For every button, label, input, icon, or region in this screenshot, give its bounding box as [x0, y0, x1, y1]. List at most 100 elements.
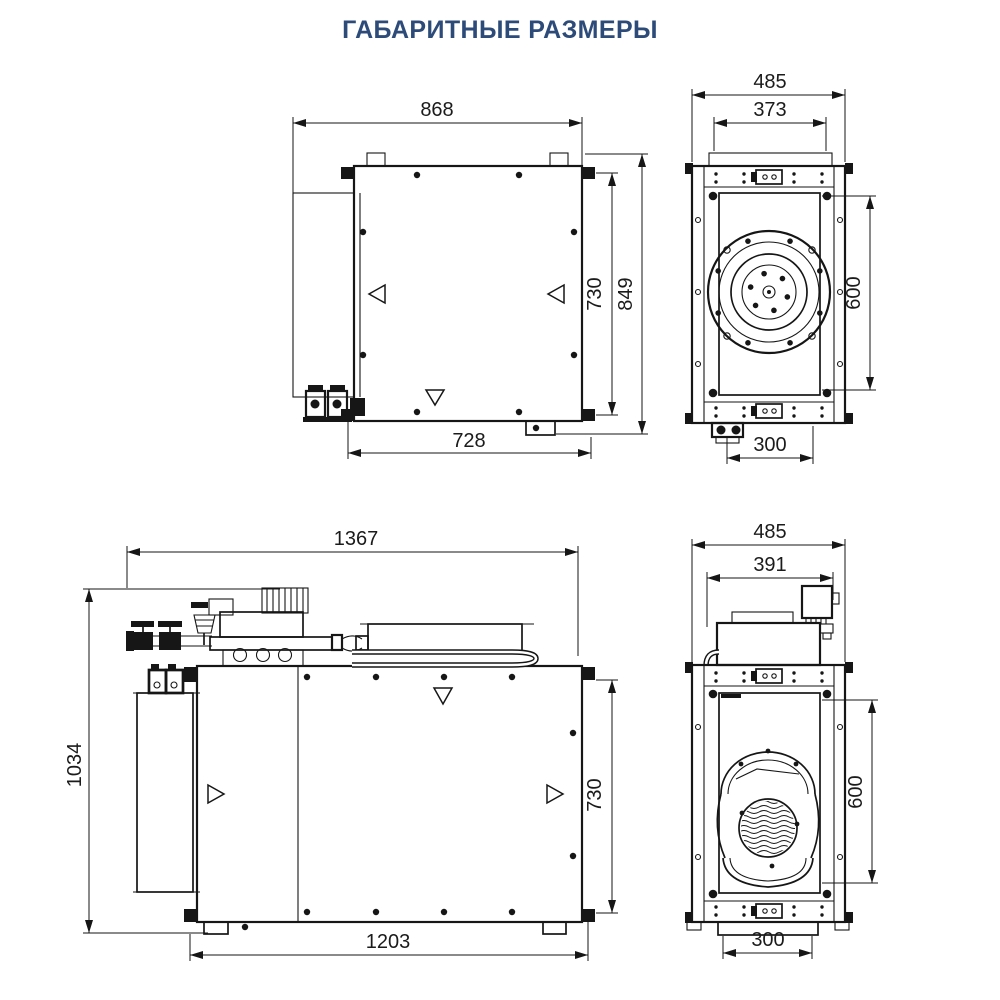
hinge: [721, 694, 741, 698]
screw-hole: [771, 908, 777, 914]
access-panel: [718, 192, 821, 396]
dimension-label: 373: [753, 99, 786, 121]
rail-foot: [834, 921, 850, 931]
screw-dot: [742, 913, 746, 917]
screw-dot: [714, 180, 718, 184]
corner-bracket: [685, 413, 693, 424]
arrowhead-icon: [868, 870, 876, 883]
screw-hole: [836, 853, 844, 861]
arrowhead-icon: [799, 949, 812, 957]
latch: [751, 169, 783, 185]
dimension-label: 300: [753, 434, 786, 456]
corner-bracket: [582, 667, 595, 680]
screw-hole: [153, 681, 161, 689]
screw-dot: [765, 748, 771, 754]
screw-hole: [277, 647, 293, 663]
screw-dot: [742, 406, 746, 410]
screw-dot: [738, 761, 744, 767]
screw-holes: [153, 171, 844, 931]
fan-wheel: [738, 798, 798, 858]
arrowhead-icon: [85, 920, 93, 933]
dimension: 1034: [64, 588, 280, 934]
raised-plate: [731, 611, 794, 624]
screw-dot: [714, 913, 718, 917]
dimension: 1367: [126, 528, 579, 656]
screw-dot: [440, 908, 448, 916]
screw-dot: [413, 408, 421, 416]
screw-dot: [241, 923, 249, 931]
dimension-label: 1203: [366, 931, 411, 953]
screw-dot: [792, 172, 796, 176]
ball-valve: [159, 632, 181, 650]
hatch-line: [741, 840, 795, 844]
arrowhead-icon: [608, 173, 616, 186]
screw-dot: [787, 238, 793, 244]
dimension: 373: [713, 99, 827, 151]
airflow-arrow-left-icon: [367, 283, 386, 305]
airflow-arrow-right-icon: [207, 783, 226, 805]
dimension: 300: [722, 929, 813, 959]
arrowhead-icon: [832, 91, 845, 99]
airflow-arrow-right-icon: [546, 783, 565, 805]
fan-scroll: [716, 751, 820, 888]
lifting-tab: [549, 152, 569, 167]
screw-hole: [836, 288, 844, 296]
screw-dot: [820, 180, 824, 184]
corner-bracket: [845, 163, 853, 174]
corner-bracket: [582, 167, 595, 179]
screw-dot: [747, 284, 754, 290]
corner-bracket: [845, 413, 853, 424]
dimension-label: 600: [845, 775, 867, 808]
fan-wheel-hatch: [741, 801, 795, 854]
screw-dot: [715, 268, 721, 274]
side-panel: [292, 192, 355, 398]
dimension: 730: [584, 679, 618, 914]
dimension-label: 730: [584, 277, 606, 310]
screw-hole: [762, 673, 768, 679]
dimension-label: 730: [584, 778, 606, 811]
screw-dot: [787, 340, 793, 346]
latch: [751, 403, 783, 419]
arrowhead-icon: [868, 700, 876, 713]
hatch-line: [741, 835, 795, 839]
screw-dot: [820, 414, 824, 418]
screw-dot: [792, 679, 796, 683]
screw-dot: [820, 913, 824, 917]
dimension: 600: [822, 195, 876, 391]
screw-dot: [822, 889, 832, 899]
screw-dot: [708, 191, 718, 201]
arrowhead-icon: [569, 119, 582, 127]
arrowhead-icon: [638, 154, 646, 167]
dimension-label: 868: [420, 99, 453, 121]
screw-hole: [808, 332, 816, 340]
arrowhead-icon: [723, 949, 736, 957]
corner-bracket: [685, 662, 693, 673]
dimension: 728: [347, 421, 592, 459]
dimension-label: 485: [753, 521, 786, 543]
dimension-label: 485: [753, 71, 786, 93]
screw-dot: [714, 671, 718, 675]
latch: [751, 668, 783, 684]
arrowhead-icon: [85, 589, 93, 602]
corner-bracket: [341, 167, 354, 179]
bottom-flange: [717, 921, 819, 936]
piping-assembly: [126, 587, 539, 668]
screw-hole: [694, 723, 702, 731]
corner-bracket: [845, 912, 853, 923]
screw-dot: [822, 689, 832, 699]
screw-dot: [742, 671, 746, 675]
arrowhead-icon: [608, 680, 616, 693]
screw-dot: [820, 172, 824, 176]
arrowhead-icon: [608, 900, 616, 913]
screw-hole: [170, 681, 178, 689]
fan-motor: [706, 229, 832, 355]
arrowhead-icon: [692, 541, 705, 549]
screw-hole: [836, 216, 844, 224]
front-view: [126, 587, 595, 935]
screw-hole: [762, 174, 768, 180]
hatch-line: [741, 815, 795, 819]
arrowhead-icon: [575, 951, 588, 959]
unit-body-top: [352, 164, 584, 423]
